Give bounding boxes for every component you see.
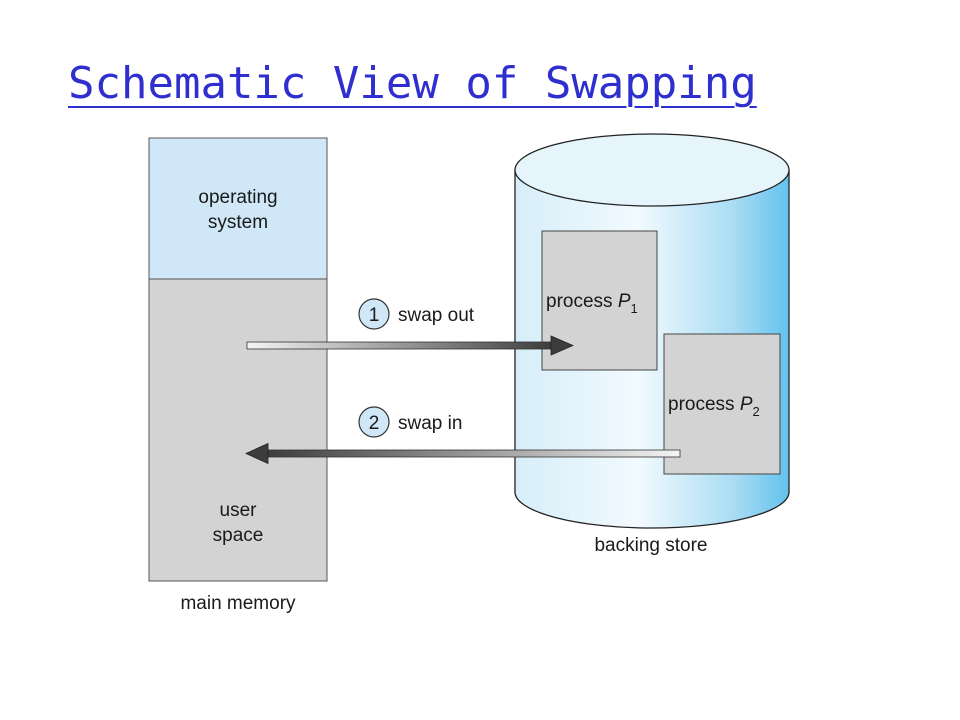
swap-out-step: 1 swap out bbox=[358, 298, 475, 330]
main-memory: operating system user space main memory bbox=[148, 137, 328, 614]
os-label-line2: system bbox=[208, 212, 268, 233]
step-2-number: 2 bbox=[369, 413, 380, 434]
user-space-region bbox=[148, 278, 328, 582]
user-space-label-line1: user bbox=[220, 500, 258, 521]
cylinder-top bbox=[514, 133, 790, 207]
user-space-label-line2: space bbox=[213, 525, 264, 546]
step-1-circle bbox=[358, 298, 390, 330]
process-p2-block bbox=[663, 333, 781, 475]
swap-in-arrow bbox=[245, 442, 681, 465]
swap-out-label: swap out bbox=[398, 305, 475, 326]
backing-store-caption: backing store bbox=[594, 535, 707, 556]
process-p2-label: process P2 bbox=[668, 394, 760, 419]
os-label-line1: operating bbox=[198, 187, 277, 208]
operating-system-region bbox=[148, 137, 328, 280]
step-2-circle bbox=[358, 406, 390, 438]
main-memory-caption: main memory bbox=[180, 593, 296, 614]
step-1-number: 1 bbox=[369, 305, 380, 326]
process-p1-label: process P1 bbox=[546, 291, 638, 316]
slide-title: Schematic View of Swapping bbox=[68, 58, 757, 109]
swap-in-label: swap in bbox=[398, 413, 462, 434]
swap-out-arrow bbox=[246, 335, 575, 356]
swap-in-step: 2 swap in bbox=[358, 406, 462, 438]
